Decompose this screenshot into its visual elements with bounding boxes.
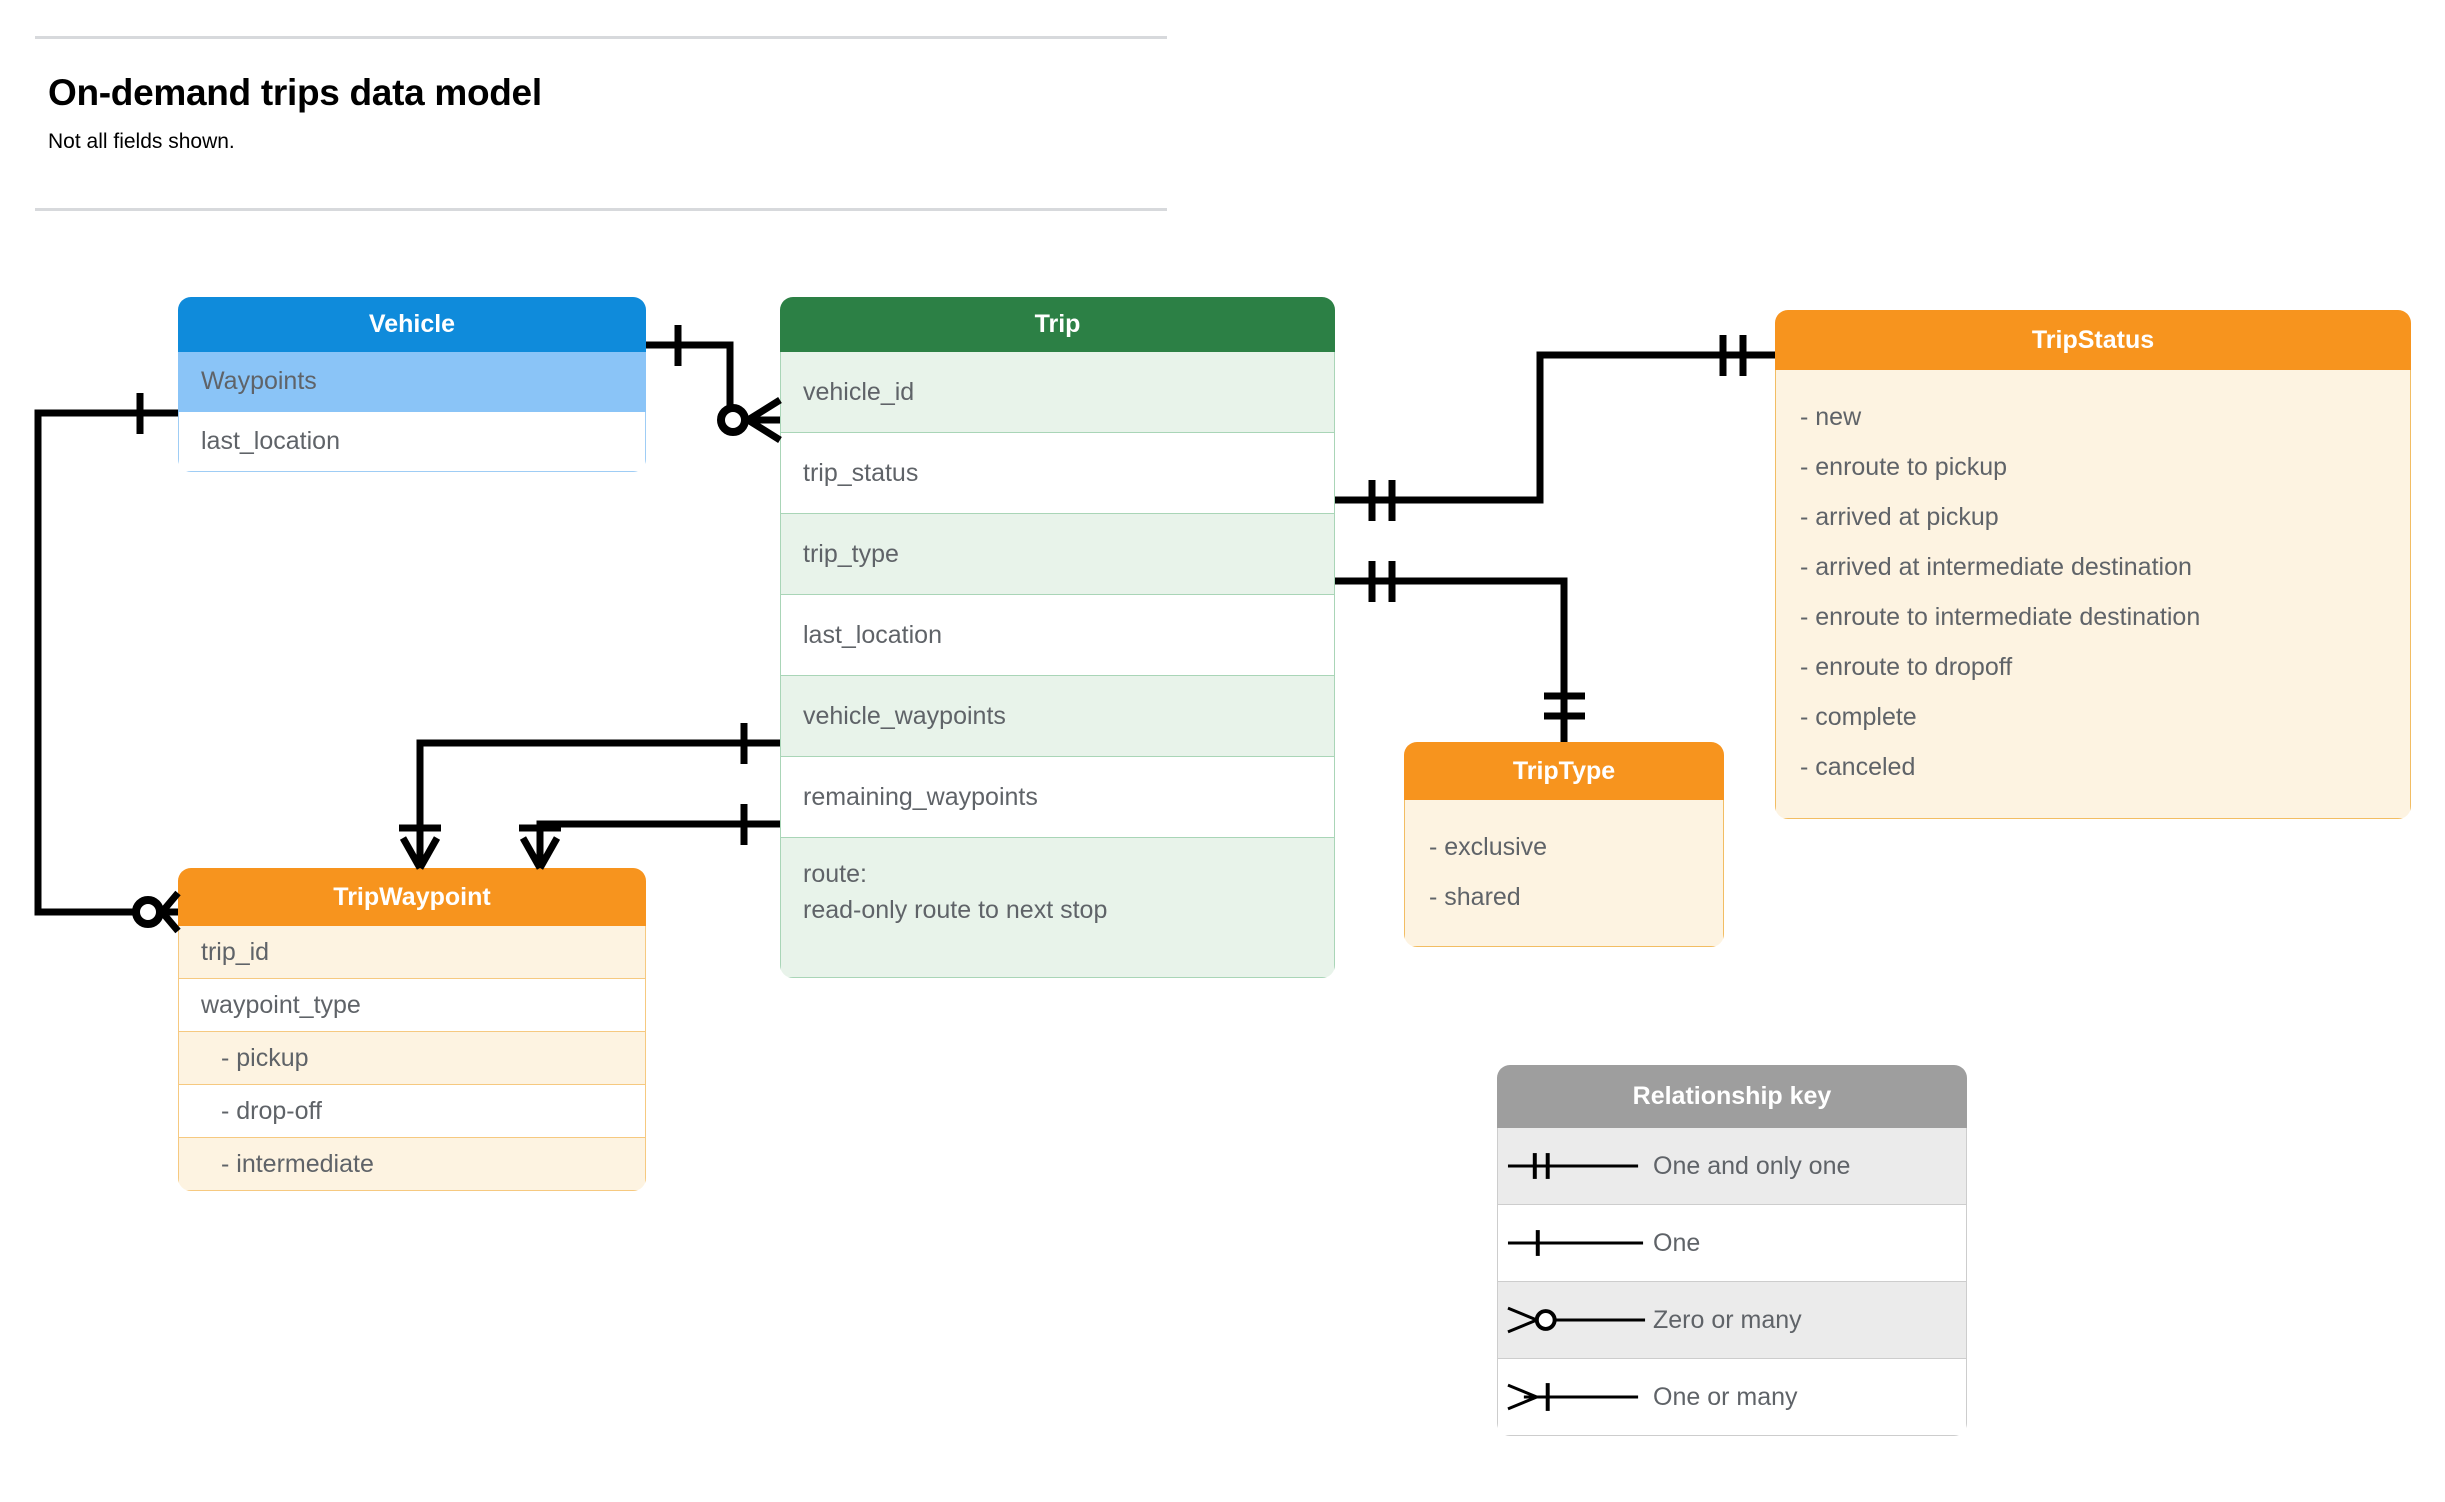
entity-tripstatus[interactable]: TripStatus - new - enroute to pickup - a…: [1775, 310, 2411, 819]
entity-vehicle-title: Vehicle: [178, 297, 646, 352]
entity-tripwaypoint[interactable]: TripWaypoint trip_id waypoint_type - pic…: [178, 868, 646, 1191]
tripstatus-value: - enroute to dropoff: [1800, 653, 2013, 681]
tripstatus-value: - arrived at pickup: [1800, 503, 1999, 531]
connector-trip-triptype: [1335, 577, 1568, 742]
entity-tripstatus-values: - new - enroute to pickup - arrived at p…: [1775, 370, 2411, 819]
entity-tripwaypoint-field-waypoint-type: waypoint_type: [178, 979, 646, 1032]
legend-label: One: [1653, 1228, 1701, 1257]
connector-trip-tripstatus: [1335, 351, 1775, 504]
entity-trip-field-last-location: last_location: [780, 595, 1335, 676]
tripstatus-value: - complete: [1800, 703, 1917, 731]
entity-triptype-values: - exclusive - shared: [1404, 800, 1724, 947]
entity-trip-field-route: route: read-only route to next stop: [780, 838, 1335, 978]
page-title: On-demand trips data model: [48, 72, 542, 113]
header-divider-top: [35, 36, 1167, 39]
entity-trip-title: Trip: [780, 297, 1335, 352]
legend-row-one: One: [1497, 1205, 1967, 1282]
one-icon: [1498, 1205, 1653, 1281]
entity-trip[interactable]: Trip vehicle_id trip_status trip_type la…: [780, 297, 1335, 978]
entity-trip-route-description: read-only route to next stop: [803, 896, 1108, 925]
legend-row-zero-or-many: Zero or many: [1497, 1282, 1967, 1359]
legend-row-one-or-many: One or many: [1497, 1359, 1967, 1436]
tripwaypoint-value-intermediate: - intermediate: [178, 1138, 646, 1191]
legend-label: One and only one: [1653, 1151, 1851, 1180]
zero-or-many-icon: [1498, 1282, 1653, 1358]
entity-tripwaypoint-field-trip-id: trip_id: [178, 926, 646, 979]
one-or-many-icon: [1498, 1359, 1653, 1435]
connector-vehicle-waypoints-field: [416, 739, 780, 868]
entity-triptype-title: TripType: [1404, 742, 1724, 800]
triptype-value: - shared: [1429, 883, 1521, 911]
header-divider-bottom: [35, 208, 1167, 211]
connector-vehicle-trip: [646, 341, 780, 424]
entity-vehicle-field-waypoints: Waypoints: [178, 352, 646, 412]
page-subtitle: Not all fields shown.: [48, 130, 235, 153]
tripstatus-value: - canceled: [1800, 753, 1916, 781]
entity-vehicle-field-last-location: last_location: [178, 412, 646, 472]
entity-trip-field-trip-type: trip_type: [780, 514, 1335, 595]
tripstatus-value: - arrived at intermediate destination: [1800, 553, 2192, 581]
entity-trip-field-remaining-waypoints: remaining_waypoints: [780, 757, 1335, 838]
triptype-value: - exclusive: [1429, 833, 1548, 861]
entity-tripstatus-title: TripStatus: [1775, 310, 2411, 370]
entity-vehicle[interactable]: Vehicle Waypoints last_location: [178, 297, 646, 472]
tripwaypoint-value-dropoff: - drop-off: [178, 1085, 646, 1138]
connector-remaining-waypoints-field: [536, 820, 780, 868]
entity-trip-field-vehicle-id: vehicle_id: [780, 352, 1335, 433]
entity-tripwaypoint-title: TripWaypoint: [178, 868, 646, 926]
connector-vehicle-waypoints-tripwaypoint: [34, 409, 178, 916]
entity-trip-route-label: route:: [803, 860, 867, 888]
entity-trip-field-trip-status: trip_status: [780, 433, 1335, 514]
entity-triptype[interactable]: TripType - exclusive - shared: [1404, 742, 1724, 947]
tripstatus-value: - enroute to intermediate destination: [1800, 603, 2201, 631]
legend-title: Relationship key: [1497, 1065, 1967, 1128]
legend-label: Zero or many: [1653, 1305, 1802, 1334]
entity-trip-field-vehicle-waypoints: vehicle_waypoints: [780, 676, 1335, 757]
tripwaypoint-value-pickup: - pickup: [178, 1032, 646, 1085]
tripstatus-value: - new: [1800, 403, 1862, 431]
legend-label: One or many: [1653, 1382, 1798, 1411]
relationship-key-legend[interactable]: Relationship key One and only one One: [1497, 1065, 1967, 1436]
legend-row-one-and-only-one: One and only one: [1497, 1128, 1967, 1205]
one-and-only-one-icon: [1498, 1128, 1653, 1204]
tripstatus-value: - enroute to pickup: [1800, 453, 2008, 481]
